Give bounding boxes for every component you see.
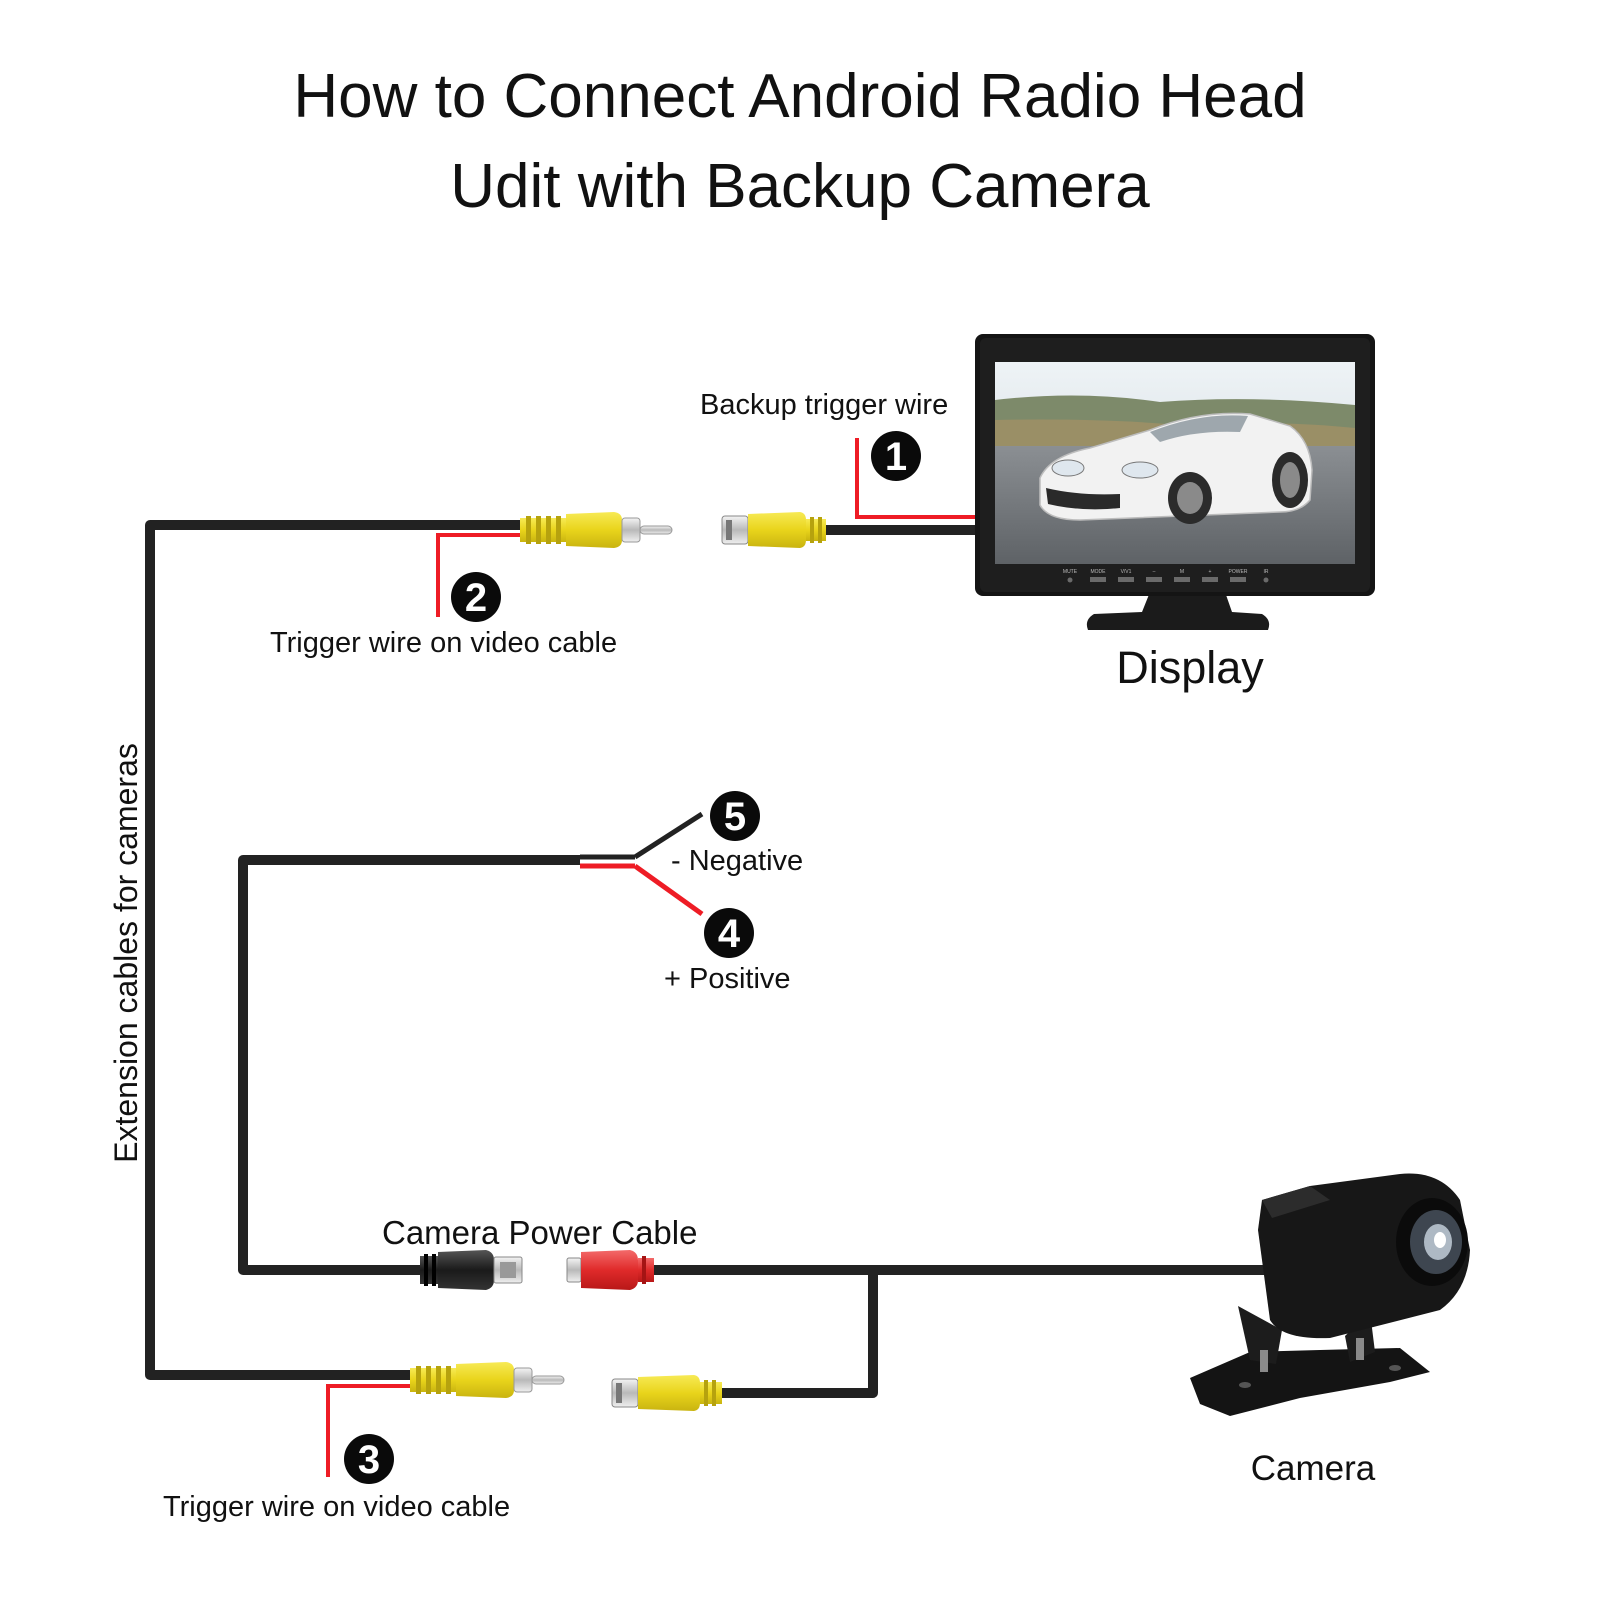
label-camera: Camera	[1251, 1449, 1376, 1488]
title-line-2: Udit with Backup Camera	[450, 152, 1150, 221]
marker-3: 3	[344, 1434, 394, 1484]
trigger-wires	[326, 438, 975, 1477]
monitor-button-4: M	[1174, 569, 1190, 582]
rca-male-plug-top	[520, 512, 673, 548]
title-line-1: How to Connect Android Radio Head	[293, 62, 1307, 131]
label-negative: - Negative	[671, 845, 803, 877]
label-extension-cables: Extension cables for cameras	[108, 743, 144, 1163]
rca-female-jack-top	[721, 512, 826, 548]
trigger-wire-3	[326, 1384, 410, 1477]
marker-2: 2	[451, 572, 501, 622]
power-extension-cable	[238, 855, 580, 1275]
svg-text:3: 3	[358, 1438, 380, 1482]
rca-female-jack-bottom	[611, 1375, 722, 1411]
camera-lens	[1396, 1198, 1468, 1286]
monitor-buttons: MUTE MODE V/V1 – M + POWER IR	[1063, 569, 1269, 583]
power-split	[580, 811, 704, 917]
positive-wire	[633, 863, 704, 917]
marker-5: 5	[710, 791, 760, 841]
camera-mount-plate	[1190, 1348, 1430, 1416]
label-display: Display	[1116, 642, 1264, 693]
backup-trigger-wire-1	[855, 438, 975, 519]
rca-male-plug-bottom	[410, 1362, 565, 1398]
monitor-button-label: POWER	[1229, 569, 1248, 575]
monitor-button-label: M	[1180, 569, 1184, 575]
car-on-screen	[1039, 412, 1313, 524]
label-camera-power-cable: Camera Power Cable	[382, 1214, 697, 1251]
camera-video-branch	[720, 1270, 878, 1398]
svg-text:4: 4	[718, 912, 741, 956]
monitor-button-7: IR	[1263, 569, 1269, 583]
label-backup-trigger-wire: Backup trigger wire	[700, 389, 948, 421]
trigger-wire-2	[436, 533, 520, 617]
monitor-button-2: V/V1	[1118, 569, 1134, 582]
monitor-button-1: MODE	[1090, 569, 1106, 582]
label-trigger-wire-bottom: Trigger wire on video cable	[163, 1491, 510, 1523]
monitor-screen	[995, 362, 1355, 564]
diagram-title: How to Connect Android Radio Head Udit w…	[0, 52, 1600, 232]
monitor-button-label: +	[1209, 569, 1212, 575]
svg-text:5: 5	[724, 795, 746, 839]
svg-text:2: 2	[465, 576, 487, 620]
label-positive: + Positive	[664, 963, 791, 995]
monitor-button-label: IR	[1264, 569, 1269, 575]
monitor-button-6: POWER	[1229, 569, 1248, 582]
dc-power-plug-black	[420, 1250, 523, 1290]
extension-cable-video-loop	[145, 520, 520, 1380]
marker-4: 4	[704, 908, 754, 958]
negative-wire	[633, 811, 704, 860]
monitor-button-3: –	[1146, 569, 1162, 582]
svg-text:1: 1	[885, 435, 907, 479]
label-trigger-wire-top: Trigger wire on video cable	[270, 627, 617, 659]
monitor-button-label: –	[1153, 569, 1156, 575]
monitor-button-5: +	[1202, 569, 1218, 582]
monitor-stand	[1086, 592, 1270, 630]
monitor-button-label: MUTE	[1063, 569, 1078, 575]
monitor-button-label: MODE	[1091, 569, 1107, 575]
display-monitor: MUTE MODE V/V1 – M + POWER IR	[975, 334, 1375, 630]
marker-1: 1	[871, 431, 921, 481]
dc-power-jack-red	[566, 1250, 654, 1290]
backup-camera	[1190, 1173, 1470, 1416]
monitor-button-0: MUTE	[1063, 569, 1078, 583]
monitor-button-label: V/V1	[1121, 569, 1132, 575]
cables	[145, 520, 1270, 1398]
